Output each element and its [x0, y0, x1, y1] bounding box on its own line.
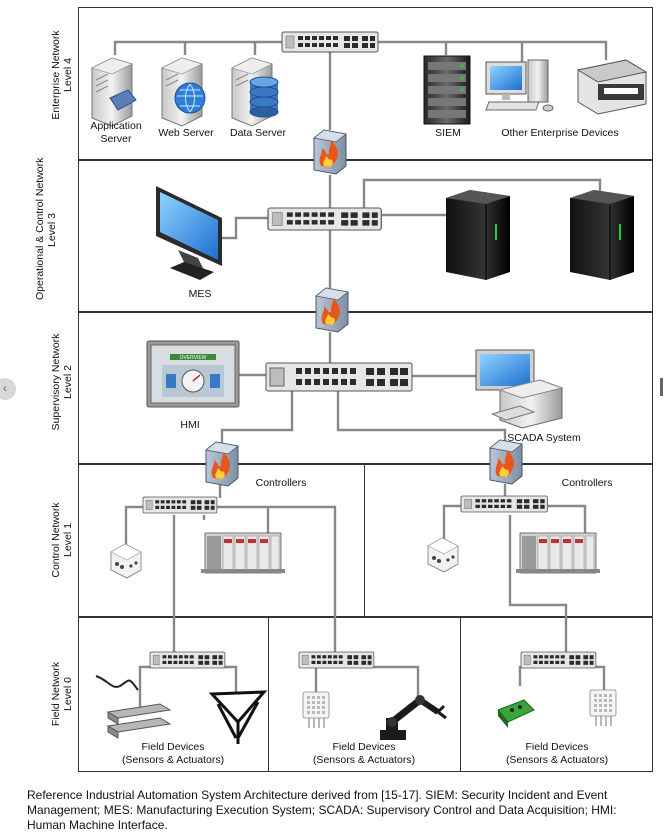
firewall-l2-l1-left [205, 441, 239, 487]
firewall-l4-l3 [313, 129, 347, 175]
scada-workstation-icon [475, 349, 564, 429]
scada-system-label: SCADA System [507, 432, 581, 444]
switch-level2 [265, 362, 413, 392]
siem-label: SIEM [435, 127, 461, 139]
field-sensor-module-2 [302, 691, 330, 729]
scroll-edge-indicator[interactable] [660, 378, 663, 396]
data-server-label: Data Server [229, 127, 287, 139]
chevron-left-icon: ‹ [3, 381, 7, 395]
hmi-screen-title: OVERVIEW [180, 355, 207, 361]
firewall-l2-l1-right [489, 439, 523, 485]
switch-level1-right [460, 495, 548, 513]
field-sensor-module-3 [589, 689, 617, 727]
level1-divider [364, 464, 365, 617]
siem-rack-icon [423, 55, 471, 125]
prev-page-button[interactable]: ‹ [0, 378, 16, 400]
switch-level3 [267, 207, 382, 231]
controllers-right-label: Controllers [561, 477, 613, 489]
hmi-label: HMI [180, 419, 200, 431]
figure-caption: Reference Industrial Automation System A… [27, 788, 617, 832]
field-cable-sensor-icon [95, 675, 172, 739]
controllers-left-label: Controllers [255, 477, 307, 489]
mes-monitor-icon [156, 186, 222, 280]
switch-level0-1 [149, 651, 226, 669]
hmi-panel-icon: OVERVIEW [146, 340, 240, 408]
controller-plc-right [515, 532, 601, 574]
switch-level4 [281, 31, 379, 53]
green-wireless-sensor-icon [497, 699, 535, 728]
data-server-icon [231, 57, 279, 127]
level0-divider-1 [268, 617, 269, 772]
field-devices-label-1: Field Devices(Sensors & Actuators) [121, 741, 225, 766]
application-server-icon [91, 57, 137, 127]
switch-level0-2 [298, 651, 375, 669]
switch-level1-left [142, 496, 218, 514]
level0-divider-2 [460, 617, 461, 772]
controller-relay-left [110, 543, 142, 579]
switch-level0-3 [520, 651, 597, 669]
controller-relay-right [427, 537, 459, 573]
field-devices-label-2: Field Devices(Sensors & Actuators) [312, 741, 416, 766]
delta-robot-icon [208, 690, 268, 744]
field-devices-label-3: Field Devices(Sensors & Actuators) [505, 741, 609, 766]
robot-arm-icon [380, 695, 447, 740]
other-enterprise-devices-label: Other Enterprise Devices [501, 127, 619, 139]
connection-lines [113, 40, 608, 708]
web-server-label: Web Server [158, 127, 214, 139]
controller-plc-left [200, 532, 286, 574]
operations-server-tower-2 [570, 190, 634, 280]
firewall-l3-l2 [315, 287, 349, 333]
web-server-icon [161, 57, 206, 127]
mes-label: MES [188, 288, 212, 300]
other-enterprise-devices-icon [485, 59, 648, 115]
operations-server-tower-1 [446, 190, 510, 280]
